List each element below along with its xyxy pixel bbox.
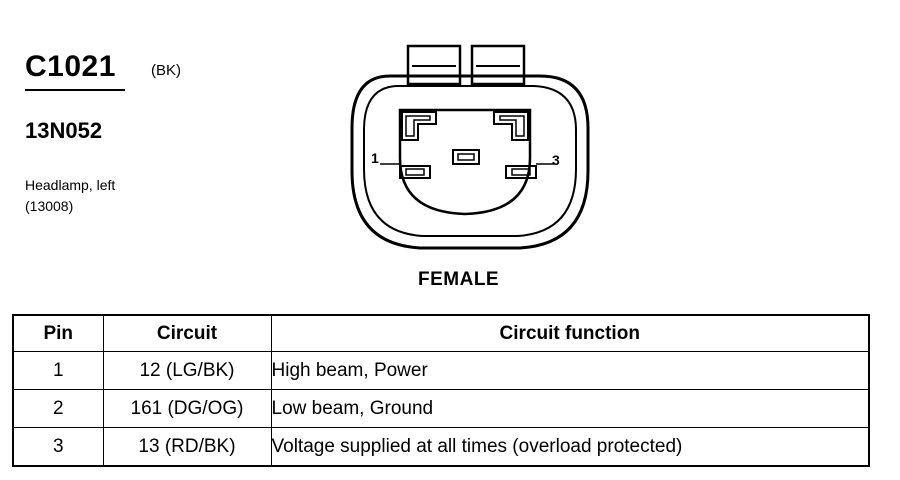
- locking-tab-right: [470, 44, 526, 86]
- locking-tab-left: [406, 44, 462, 86]
- pin-table: Pin Circuit Circuit function 1 12 (LG/BK…: [12, 314, 870, 467]
- circuit-column-header: Circuit: [102, 314, 272, 352]
- table-row: 1 12 (LG/BK) High beam, Power: [12, 351, 870, 390]
- circuit-cell: 161 (DG/OG): [102, 389, 272, 428]
- connector-id: C1021: [25, 50, 116, 83]
- connector-description-code: (13008): [25, 198, 74, 214]
- circuit-cell: 13 (RD/BK): [102, 427, 272, 467]
- pin-2-terminal: [452, 149, 480, 165]
- circuit-function-cell: Low beam, Ground: [270, 389, 870, 428]
- connector-description: Headlamp, left: [25, 177, 116, 193]
- table-row: 3 13 (RD/BK) Voltage supplied at all tim…: [12, 427, 870, 467]
- table-row: 2 161 (DG/OG) Low beam, Ground: [12, 389, 870, 428]
- circuit-function-cell: High beam, Power: [270, 351, 870, 390]
- pin-1-key: [401, 111, 437, 141]
- connector-color-code: (BK): [151, 62, 181, 79]
- pin-1-terminal: [399, 165, 431, 179]
- circuit-cell: 12 (LG/BK): [102, 351, 272, 390]
- connector-gender: FEMALE: [418, 269, 500, 290]
- connector-inner-shell: [363, 85, 577, 237]
- pin-3-key: [493, 111, 529, 141]
- connector-face-diagram: [350, 44, 590, 250]
- pin-3-terminal: [505, 165, 537, 179]
- pin-number-cell: 1: [12, 351, 104, 390]
- pin-number-cell: 2: [12, 389, 104, 428]
- connector-id-underline: [25, 89, 125, 91]
- pin-1-label: 1: [371, 150, 379, 166]
- terminal-cavity-outline: [398, 108, 532, 216]
- pin-table-header-row: Pin Circuit Circuit function: [12, 314, 870, 352]
- connector-outer-shell: [350, 74, 590, 250]
- pin-3-label: 3: [552, 152, 560, 168]
- part-number: 13N052: [25, 118, 103, 143]
- circuit-function-cell: Voltage supplied at all times (overload …: [270, 427, 870, 467]
- function-column-header: Circuit function: [270, 314, 870, 352]
- pin-column-header: Pin: [12, 314, 104, 352]
- pin-number-cell: 3: [12, 427, 104, 467]
